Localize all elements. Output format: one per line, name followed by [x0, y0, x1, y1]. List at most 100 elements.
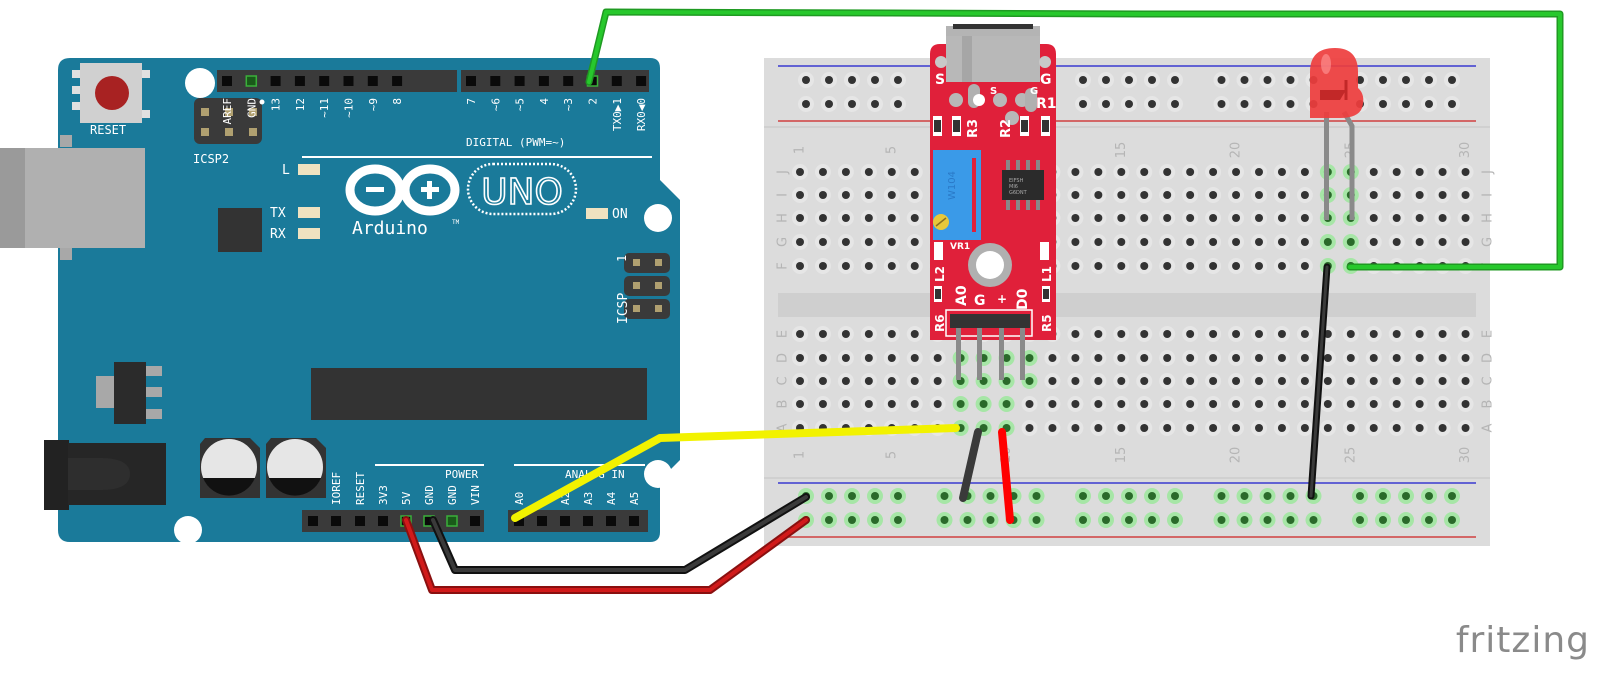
breadboard-hole-center	[1438, 168, 1447, 176]
pin-label: RESET	[354, 472, 367, 505]
pin-label: VIN	[469, 485, 482, 505]
header-pin[interactable]	[308, 516, 318, 526]
breadboard-hole-center	[796, 238, 804, 246]
header-pin[interactable]	[514, 516, 524, 526]
header-pin[interactable]	[563, 76, 574, 86]
breadboard-hole-center	[1186, 262, 1195, 270]
breadboard-hole-center	[818, 400, 827, 408]
header-pin[interactable]	[611, 76, 622, 86]
breadboard-hole-center	[864, 191, 873, 199]
header-pin[interactable]	[583, 516, 593, 526]
sensor-pin-label-d0: D0	[1015, 288, 1031, 310]
breadboard-hole-center	[1392, 238, 1401, 246]
header-pin[interactable]	[270, 76, 281, 86]
potentiometer[interactable]	[933, 150, 981, 240]
ic-text: MI6	[1009, 184, 1018, 190]
rail-hole-center	[1148, 76, 1156, 84]
row-label: E	[1481, 330, 1496, 338]
header-pin[interactable]	[466, 76, 476, 86]
breadboard-hole-center	[1094, 191, 1103, 199]
red-led[interactable]	[1310, 48, 1364, 220]
rail-hole-center	[871, 516, 879, 524]
pin-label: 5V	[400, 491, 413, 505]
breadboard-hole-center	[1255, 191, 1263, 199]
pin-label: GND	[423, 485, 436, 505]
header-pin[interactable]	[537, 516, 547, 526]
header-pin[interactable]	[319, 76, 330, 86]
column-label: 15	[1114, 447, 1129, 464]
breadboard-hole-center	[887, 377, 896, 385]
microphone-body	[946, 36, 1040, 82]
pot-label: VR1	[950, 242, 970, 252]
rail-hole-center	[1102, 492, 1110, 500]
pin-label: AREF	[221, 98, 234, 125]
header-pin[interactable]	[560, 516, 570, 526]
breadboard-hole-center	[1323, 238, 1332, 246]
header-pin[interactable]	[355, 516, 365, 526]
pin1-dot	[259, 99, 265, 105]
header-pin[interactable]	[514, 76, 525, 86]
breadboard-hole-center	[1140, 191, 1149, 199]
header-pin[interactable]	[222, 76, 232, 86]
header-pin[interactable]	[636, 76, 647, 86]
header-pin[interactable]	[331, 516, 341, 526]
breadboard-hole-center	[1117, 214, 1126, 222]
rail-hole-center	[1171, 516, 1179, 524]
header-pin[interactable]	[490, 76, 501, 86]
breadboard-hole-center	[1186, 400, 1195, 408]
rail-hole-center	[1148, 100, 1156, 108]
fritzing-logo: fritzing	[1455, 620, 1590, 661]
breadboard-hole-center	[1071, 354, 1080, 362]
rail-hole-center	[1379, 100, 1387, 108]
breadboard-hole-center	[1461, 168, 1470, 176]
breadboard-hole-center	[1438, 214, 1447, 222]
column-label: 1	[793, 451, 808, 459]
breadboard-hole-center	[1048, 400, 1057, 408]
header-pin[interactable]	[367, 76, 378, 86]
header-pin[interactable]	[629, 516, 639, 526]
column-label: 30	[1458, 447, 1473, 464]
usb-tab-top	[60, 135, 72, 147]
wire-sensor-gnd-to-rail[interactable]	[959, 428, 982, 502]
breadboard-hole-center	[1071, 377, 1080, 385]
sensor-label-l1: L1	[1040, 266, 1054, 282]
wires	[402, 8, 1564, 594]
header-pin[interactable]	[294, 76, 305, 86]
reset-button[interactable]	[72, 63, 150, 123]
header-pin[interactable]	[343, 76, 354, 86]
breadboard-hole-center	[1255, 424, 1263, 432]
rail-hole-center	[1032, 492, 1041, 500]
rail-hole-center	[1125, 492, 1133, 500]
breadboard-hole-center	[1461, 191, 1470, 199]
wire-sensor-vcc-to-rail[interactable]	[998, 428, 1014, 524]
pin-label: A5	[628, 492, 641, 505]
breadboard-hole-center	[1186, 424, 1195, 432]
sensor-pin-label-a0: A0	[954, 285, 970, 306]
breadboard-hole-center	[1255, 214, 1263, 222]
breadboard-hole-center	[1392, 377, 1401, 385]
header-pin[interactable]	[446, 515, 458, 527]
header-pin[interactable]	[538, 76, 549, 86]
header-pin[interactable]	[245, 75, 258, 87]
breadboard-hole-center	[1209, 191, 1218, 199]
smd-resistor-body	[1043, 289, 1049, 299]
digital-pins	[222, 75, 647, 87]
pin-label: 2	[587, 98, 600, 105]
breadboard-hole-center	[1255, 262, 1263, 270]
breadboard-hole-center	[841, 238, 850, 246]
header-pin[interactable]	[606, 516, 616, 526]
column-label: 5	[884, 146, 899, 154]
rail-hole-center	[1079, 100, 1087, 108]
header-pin[interactable]	[470, 516, 480, 526]
wire-analog-a0-to-sensor[interactable]	[511, 424, 960, 522]
breadboard-hole-center	[1163, 354, 1172, 362]
breadboard-hole-center	[1255, 400, 1263, 408]
led-rx	[298, 228, 320, 239]
rail-hole-center	[825, 492, 833, 500]
breadboard-hole-center	[1186, 330, 1195, 338]
rail-hole-center	[1171, 100, 1179, 108]
header-pin[interactable]	[378, 516, 388, 526]
header-pin[interactable]	[392, 76, 403, 86]
breadboard-hole-center	[1117, 424, 1126, 432]
